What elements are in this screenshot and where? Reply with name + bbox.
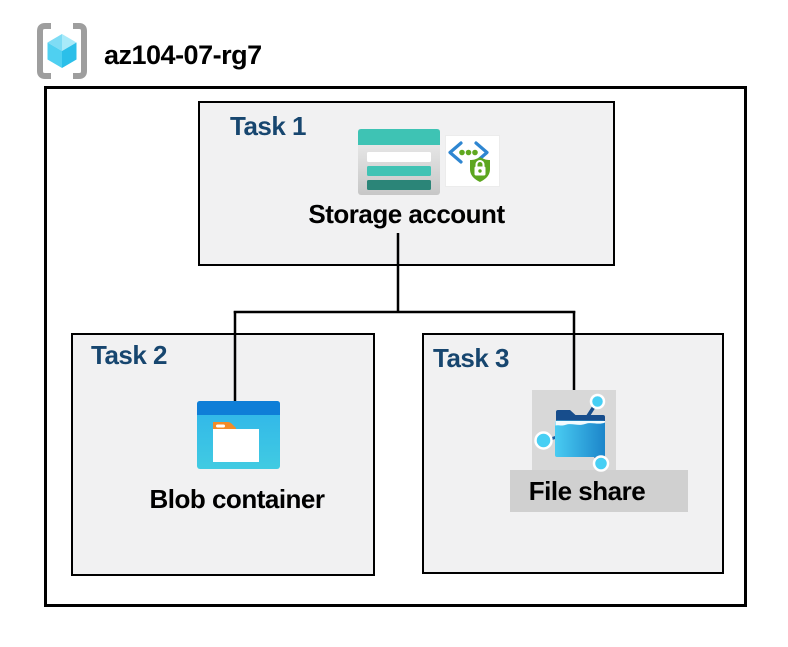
blob-container-label: Blob container (149, 484, 325, 514)
task1-box: Task 1 Storage account (198, 101, 615, 266)
file-share-icon (534, 393, 610, 472)
task2-label: Task 2 (91, 340, 168, 370)
file-share-label-background: File share (510, 470, 688, 512)
resource-group-icon (37, 23, 87, 79)
file-share-label: File share (528, 475, 646, 506)
task2-box: Task 2 Blob container (71, 333, 375, 576)
resource-group-name: az104-07-rg7 (104, 40, 262, 70)
task3-box: Task 3 File share (422, 333, 724, 574)
blob-container-icon (197, 401, 280, 469)
storage-account-label: Storage account (308, 199, 505, 229)
task1-label: Task 1 (230, 111, 307, 141)
secure-endpoint-shield-lock-icon (445, 135, 500, 187)
task3-label: Task 3 (433, 343, 510, 373)
storage-account-icon (358, 129, 440, 195)
